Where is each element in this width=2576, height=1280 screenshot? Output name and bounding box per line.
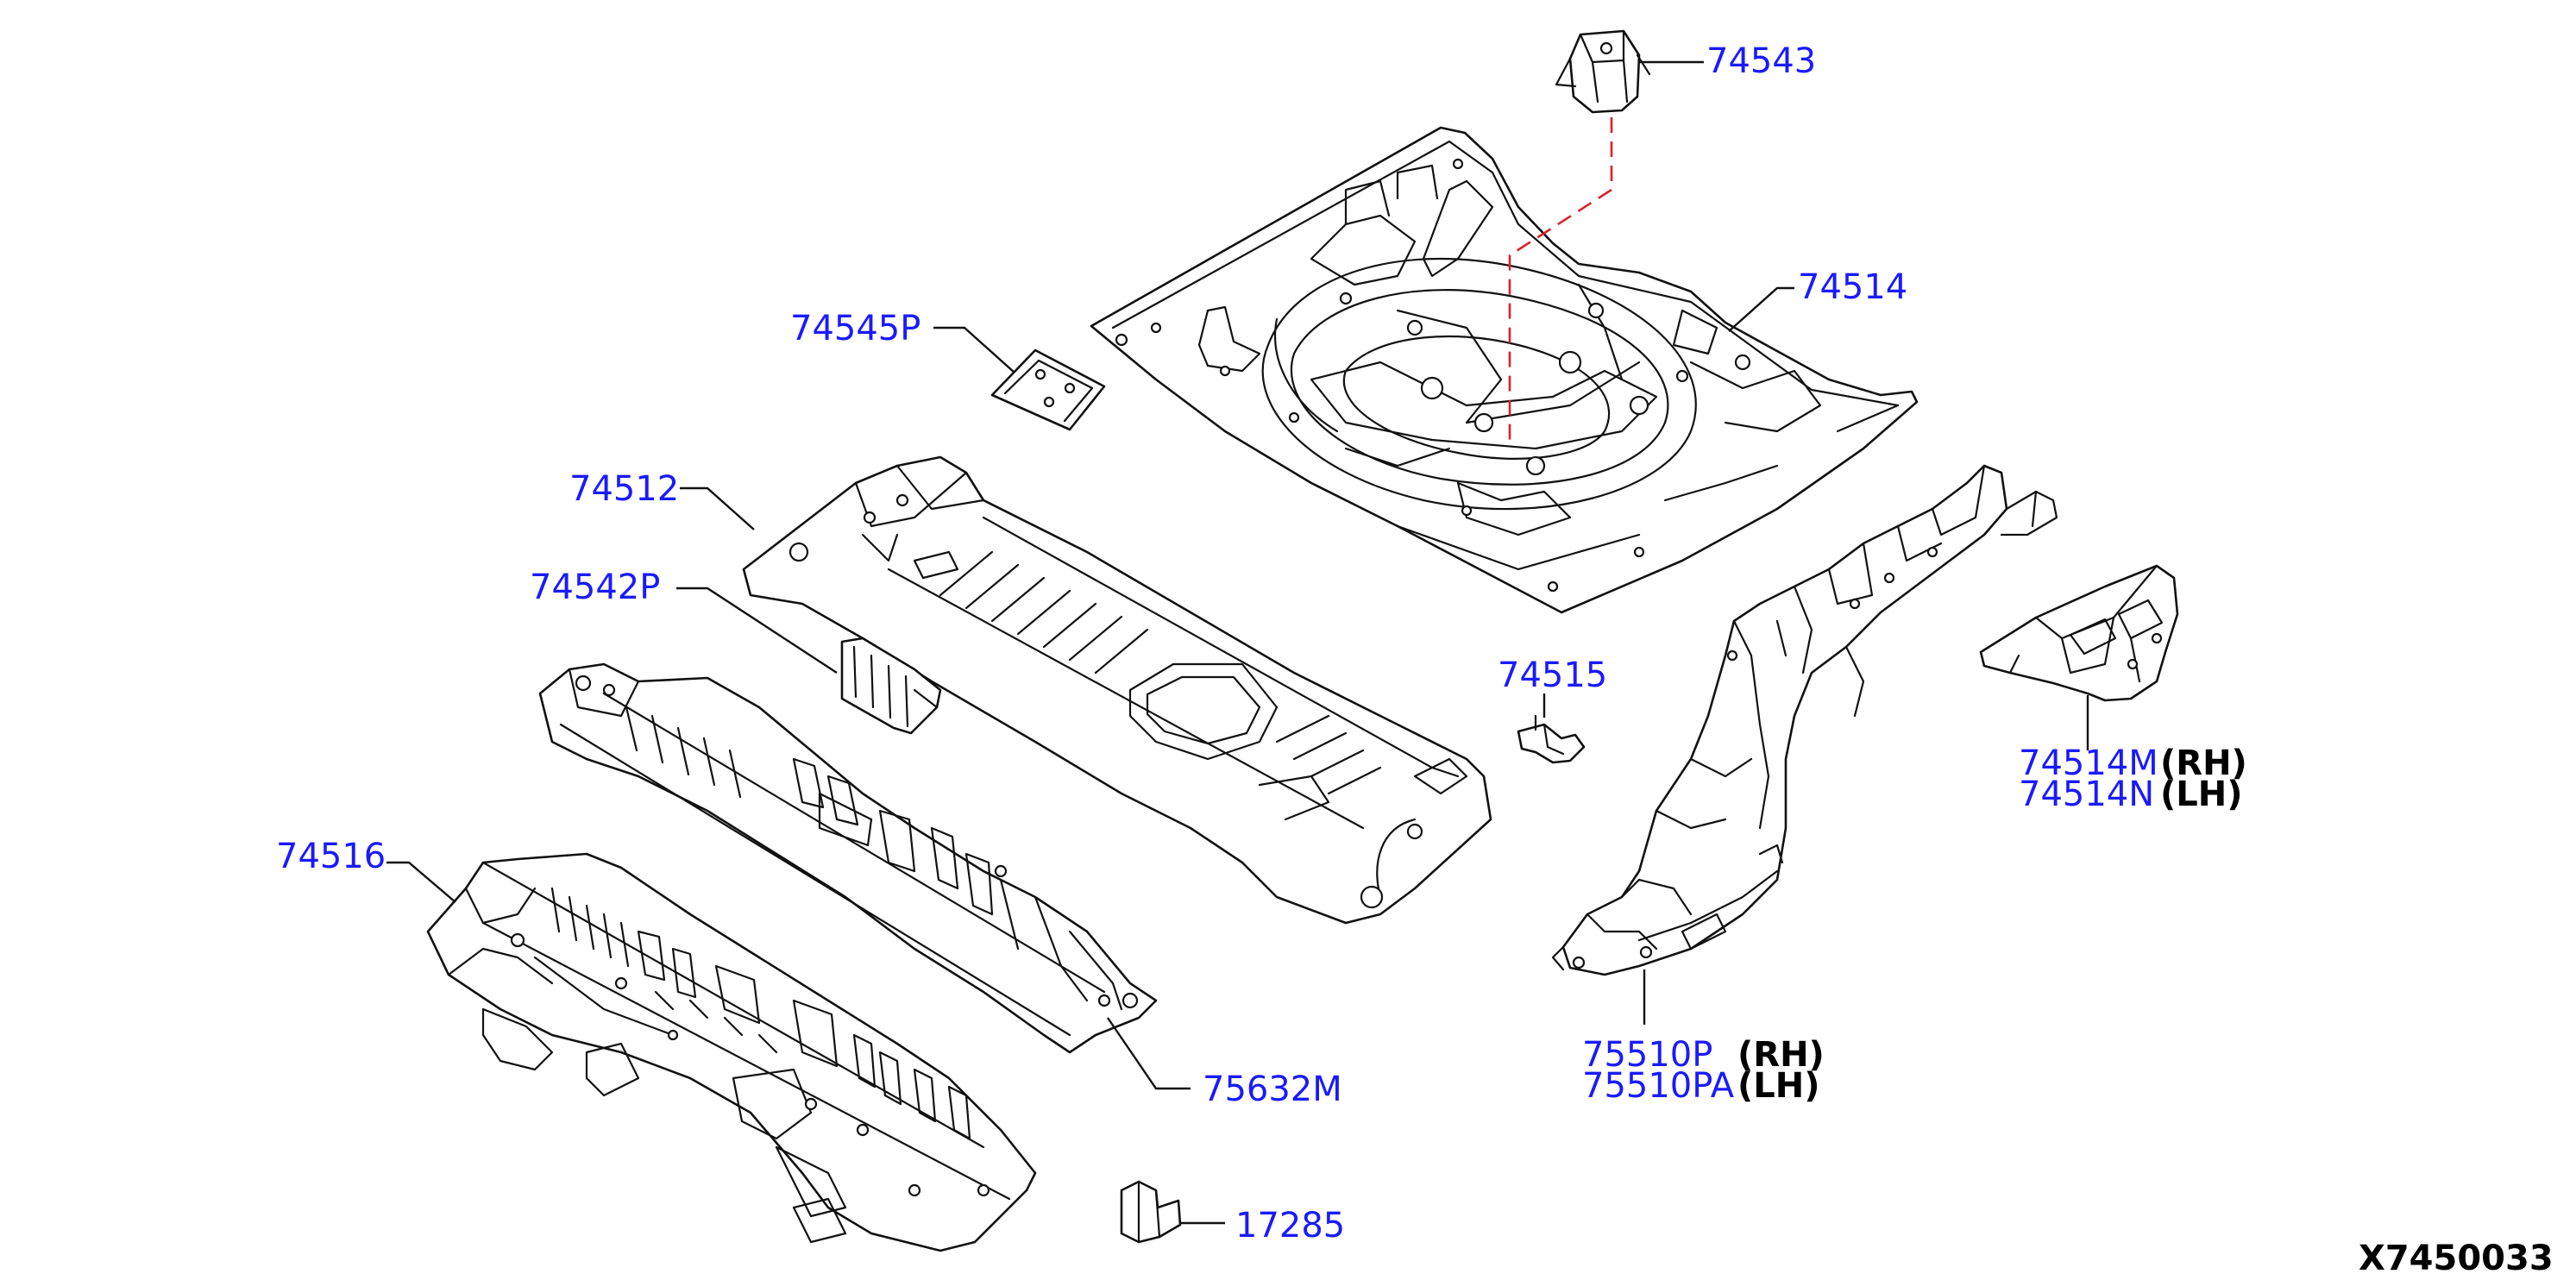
label-75632M: 75632M <box>1203 1070 1342 1109</box>
part-75632M-cross-member <box>538 662 1158 1054</box>
part-74543-bracket <box>1555 29 1651 114</box>
part-74545P-plate <box>990 348 1106 431</box>
label-74515: 74515 <box>1498 656 1607 695</box>
part-74542P-bracket <box>840 637 942 735</box>
label-74545P: 74545P <box>790 309 920 348</box>
part-74516-crossmember <box>426 852 1037 1252</box>
part-74514-rear-floor <box>1090 126 1919 614</box>
diagram-code: X7450033 <box>2359 1239 2554 1278</box>
label-75510PA: 75510PA <box>1582 1066 1735 1106</box>
label-74516: 74516 <box>276 837 386 876</box>
label-74514N: 74514N <box>2019 775 2154 814</box>
label-75510P-side: (RH) <box>1737 1035 1825 1075</box>
label-74542P: 74542P <box>530 568 660 607</box>
label-74512: 74512 <box>569 469 679 509</box>
label-74543: 74543 <box>1706 41 1816 81</box>
label-74514M: 74514M <box>2019 744 2158 783</box>
label-17285: 17285 <box>1235 1206 1345 1245</box>
part-75510P-side-member <box>1551 464 2058 976</box>
phantom-line <box>1508 117 1613 440</box>
label-75510P: 75510P <box>1582 1035 1712 1075</box>
label-74514N-side: (LH) <box>2160 775 2243 814</box>
label-74514M-side: (RH) <box>2160 744 2247 783</box>
label-75510PA-side: (LH) <box>1737 1066 1820 1106</box>
part-74515-clip <box>1517 714 1586 764</box>
part-74514M-bracket <box>1979 564 2179 702</box>
label-74514: 74514 <box>1798 267 1907 307</box>
part-17285-clip <box>1120 1180 1182 1244</box>
part-74512-rear-panel <box>742 455 1492 925</box>
